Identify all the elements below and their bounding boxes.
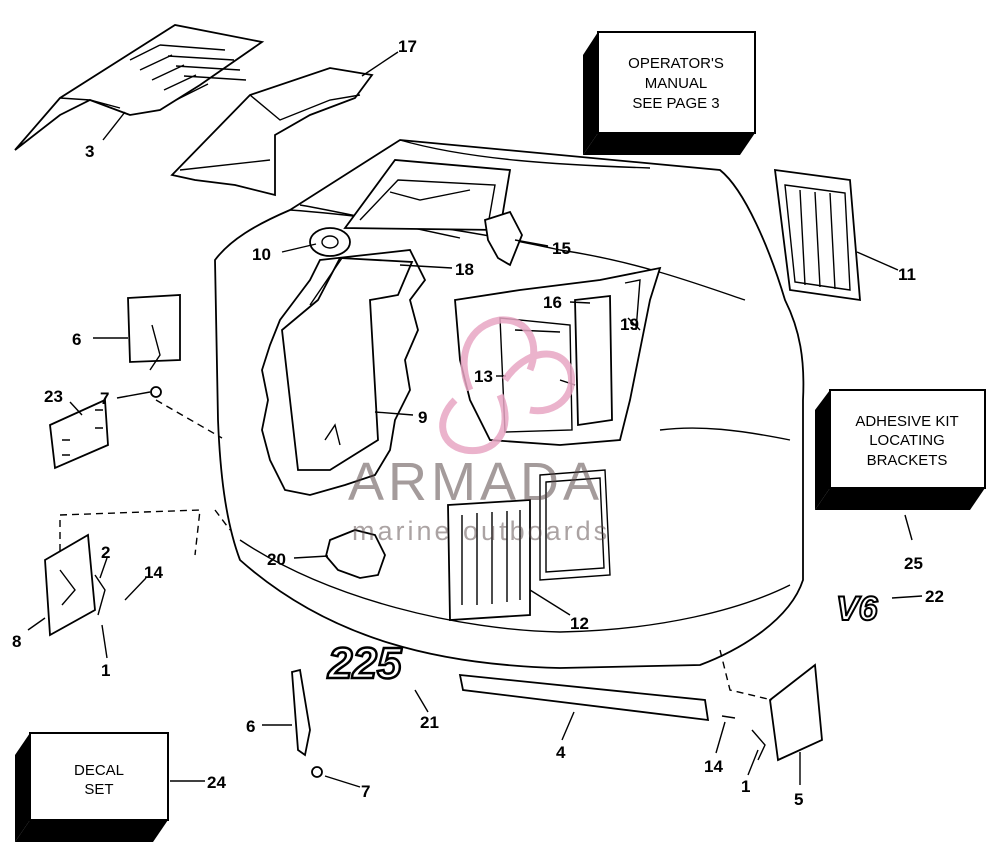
callout-6-upper: 6 — [72, 330, 81, 349]
bracket-6-upper — [127, 294, 181, 371]
grille-11 — [773, 168, 861, 302]
bracket-5 — [721, 663, 823, 762]
top-cover-17 — [170, 67, 374, 197]
side-trim-4 — [458, 673, 710, 722]
callout-23: 23 — [44, 387, 63, 406]
callout-5: 5 — [794, 790, 803, 809]
callout-2: 2 — [101, 543, 110, 562]
armada-logo-icon — [439, 316, 575, 455]
operators-manual-line2: MANUAL — [645, 75, 708, 92]
callout-15: 15 — [552, 239, 571, 258]
callout-9: 9 — [418, 408, 427, 427]
callout-21: 21 — [420, 713, 439, 732]
callout-4: 4 — [556, 743, 566, 762]
callout-22: 22 — [925, 587, 944, 606]
adhesive-kit-line3: BRACKETS — [867, 452, 948, 469]
callout-7-lower: 7 — [361, 782, 370, 801]
callout-19: 19 — [620, 315, 639, 334]
callout-13: 13 — [474, 367, 493, 386]
bracket-23 — [49, 398, 109, 470]
watermark-brand: ARMADA — [348, 452, 603, 512]
callout-14-left: 14 — [144, 563, 163, 582]
decal-v6: V6 — [836, 590, 879, 628]
callout-14-right: 14 — [704, 757, 723, 776]
decal-225: 225 — [327, 639, 402, 688]
decal-set-line1: DECAL — [74, 762, 124, 779]
callout-10: 10 — [252, 245, 271, 264]
watermark: ARMADA marine outboards — [348, 316, 610, 546]
callout-6-lower: 6 — [246, 717, 255, 736]
callout-24: 24 — [207, 773, 226, 792]
adhesive-kit-line1: ADHESIVE KIT — [855, 413, 958, 430]
callout-17: 17 — [398, 37, 417, 56]
watermark-tagline: marine outboards — [352, 516, 610, 546]
callout-1-left: 1 — [101, 661, 110, 680]
bracket-6-lower — [291, 668, 311, 757]
dashed-leaders — [59, 399, 773, 701]
operators-manual-line1: OPERATOR'S — [628, 55, 724, 72]
callout-25: 25 — [904, 554, 923, 573]
callout-1-right: 1 — [741, 777, 750, 796]
decal-set-box: DECAL SET — [15, 732, 169, 842]
adhesive-kit-box: ADHESIVE KIT LOCATING BRACKETS — [815, 389, 986, 510]
adhesive-kit-line2: LOCATING — [869, 432, 945, 449]
decal-set-line2: SET — [84, 781, 113, 798]
callout-8: 8 — [12, 632, 21, 651]
lower-panel — [539, 469, 611, 581]
top-grille-3 — [14, 24, 265, 151]
callout-3: 3 — [85, 142, 94, 161]
callout-16: 16 — [543, 293, 562, 312]
bracket-8 — [44, 533, 106, 637]
screw-7-lower — [311, 766, 323, 778]
operators-manual-line3: SEE PAGE 3 — [632, 95, 719, 112]
screw-7-upper — [150, 386, 162, 398]
callout-7-upper: 7 — [100, 389, 109, 408]
callout-12: 12 — [570, 614, 589, 633]
callout-18: 18 — [455, 260, 474, 279]
grommet — [309, 227, 351, 257]
leader-lines — [27, 51, 923, 788]
callout-numbers: 3 17 10 18 15 11 16 19 6 23 7 13 9 2 14 … — [12, 37, 944, 809]
foam-pad — [325, 529, 386, 579]
bracket-15 — [483, 210, 523, 267]
callout-20: 20 — [267, 550, 286, 569]
operators-manual-box: OPERATOR'S MANUAL SEE PAGE 3 — [583, 31, 756, 155]
cutaway-left — [261, 249, 427, 496]
callout-11: 11 — [898, 265, 916, 284]
intake-grille — [447, 499, 531, 621]
